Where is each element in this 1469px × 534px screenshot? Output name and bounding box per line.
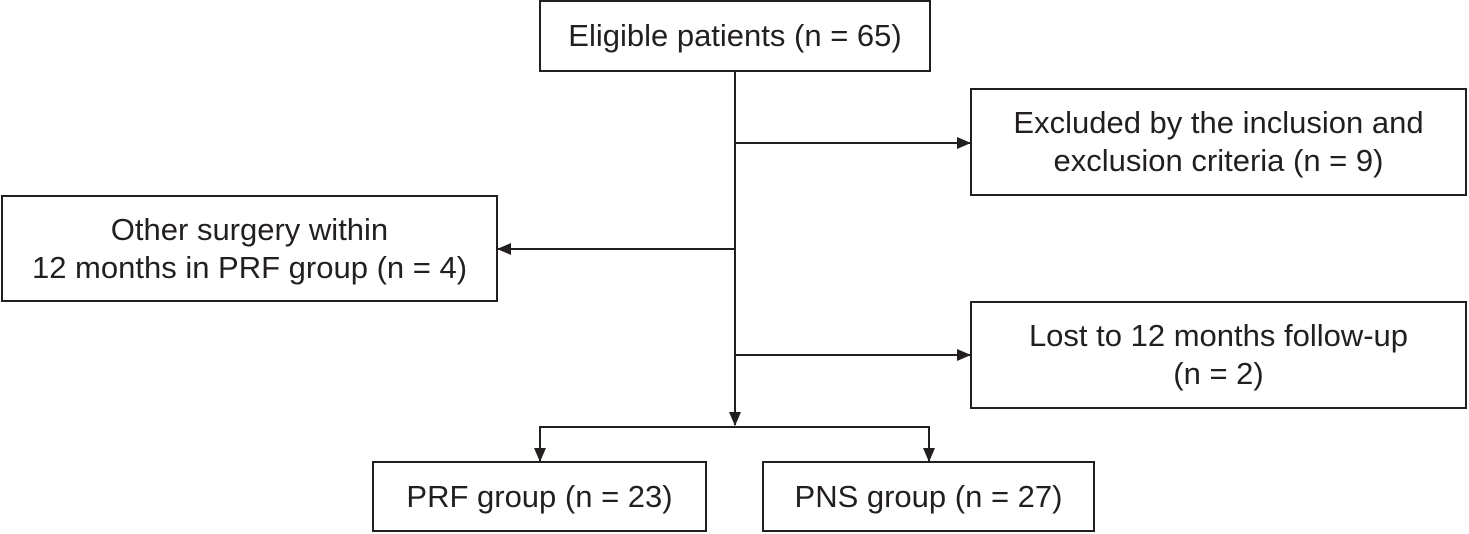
lost-followup-text-line-1: Lost to 12 months follow-up	[1028, 318, 1409, 353]
excluded-text-line-1: Excluded by the inclusion and	[1013, 105, 1424, 140]
pns-group-text: PNS group (n = 27)	[794, 478, 1063, 514]
prf-group-text: PRF group (n = 23)	[406, 478, 673, 514]
eligible-patients-text: Eligible patients (n = 65)	[568, 18, 902, 53]
prf-group-box: PRF group (n = 23)	[372, 461, 707, 532]
other-surgery-text-line-1: Other surgery within	[110, 211, 389, 247]
lost-followup-text-line-2: (n = 2)	[1173, 356, 1264, 391]
other-surgery-text-line-2: 12 months in PRF group (n = 4)	[31, 249, 468, 285]
excluded-text-line-2: exclusion criteria (n = 9)	[1053, 143, 1384, 178]
lost-followup-box: Lost to 12 months follow-up (n = 2)	[970, 301, 1467, 409]
other-surgery-box: Other surgery within 12 months in PRF gr…	[1, 195, 498, 302]
pns-group-box: PNS group (n = 27)	[762, 461, 1095, 532]
excluded-box: Excluded by the inclusion and exclusion …	[970, 88, 1467, 196]
eligible-patients-box: Eligible patients (n = 65)	[539, 0, 931, 72]
